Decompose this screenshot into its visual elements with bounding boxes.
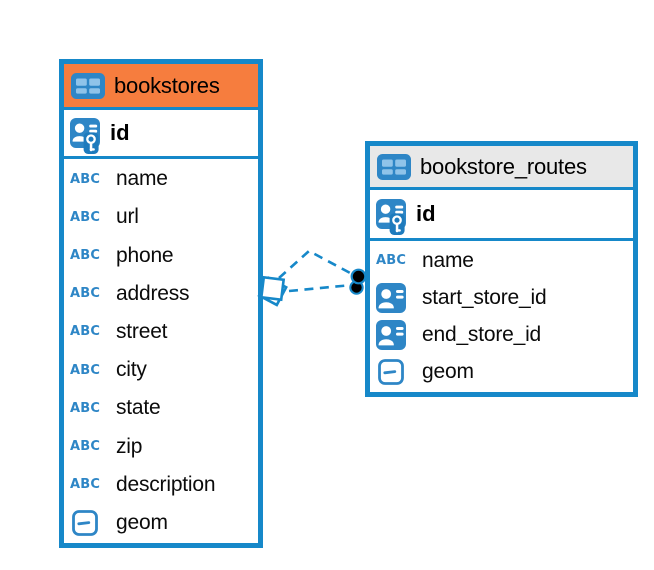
column-routes-start-store-id[interactable]: start_store_id: [370, 279, 633, 316]
column-bookstores-city[interactable]: ABC city: [64, 351, 258, 389]
column-label: geom: [116, 510, 168, 534]
text-type-icon: ABC: [70, 400, 101, 416]
table-bookstore-routes-header[interactable]: bookstore_routes: [370, 146, 633, 190]
geometry-type-icon: [378, 359, 404, 385]
column-bookstores-address[interactable]: ABC address: [64, 275, 258, 313]
primary-key-icon: [376, 199, 407, 235]
column-bookstores-name[interactable]: ABC name: [64, 160, 258, 198]
table-icon: [377, 154, 411, 180]
column-label: geom: [422, 360, 474, 384]
primary-key-label: id: [416, 201, 436, 226]
column-label: zip: [116, 434, 143, 458]
column-label: street: [116, 319, 168, 343]
text-type-icon: ABC: [70, 286, 101, 302]
column-label: city: [116, 358, 147, 382]
column-bookstores-state[interactable]: ABC state: [64, 389, 258, 427]
column-list: ABC name start_store_id end_store_id geo…: [370, 241, 633, 392]
column-label: description: [116, 472, 216, 496]
column-label: phone: [116, 243, 174, 267]
table-title: bookstores: [114, 72, 220, 98]
column-label: end_store_id: [422, 323, 542, 347]
text-type-icon: ABC: [70, 439, 101, 455]
column-routes-geom[interactable]: geom: [370, 354, 633, 391]
column-label: start_store_id: [422, 285, 547, 309]
table-bookstore-routes[interactable]: bookstore_routes id ABC name start_store…: [365, 141, 638, 397]
column-routes-end-store-id[interactable]: end_store_id: [370, 317, 633, 354]
column-label: name: [422, 248, 474, 272]
column-bookstores-id[interactable]: id: [64, 110, 258, 159]
column-bookstores-url[interactable]: ABC url: [64, 198, 258, 236]
column-label: name: [116, 167, 168, 191]
primary-key-icon: [70, 118, 101, 154]
column-label: state: [116, 396, 161, 420]
table-icon: [71, 73, 105, 99]
relationship-line-start-store[interactable]: [278, 249, 353, 279]
column-label: address: [116, 281, 190, 305]
table-bookstores[interactable]: bookstores id ABC name ABC url ABC phone…: [59, 59, 263, 548]
primary-key-label: id: [110, 120, 130, 145]
table-bookstores-header[interactable]: bookstores: [64, 64, 258, 110]
text-type-icon: ABC: [70, 477, 101, 493]
relationship-many-end-marker: [257, 275, 288, 307]
relationship-line-end-store[interactable]: [288, 283, 353, 293]
relationship-dot-marker: [350, 268, 367, 285]
relationship-dot-marker: [349, 280, 364, 295]
column-bookstores-street[interactable]: ABC street: [64, 313, 258, 351]
column-routes-name[interactable]: ABC name: [370, 242, 633, 279]
text-type-icon: ABC: [70, 209, 101, 225]
column-bookstores-geom[interactable]: geom: [64, 504, 258, 542]
column-bookstores-description[interactable]: ABC description: [64, 466, 258, 504]
column-routes-id[interactable]: id: [370, 190, 633, 241]
text-type-icon: ABC: [70, 362, 101, 378]
column-bookstores-phone[interactable]: ABC phone: [64, 236, 258, 274]
foreign-key-icon: [376, 283, 406, 313]
column-label: url: [116, 205, 139, 229]
text-type-icon: ABC: [70, 171, 101, 187]
foreign-key-icon: [376, 320, 406, 350]
text-type-icon: ABC: [70, 248, 101, 263]
column-bookstores-zip[interactable]: ABC zip: [64, 427, 258, 465]
geometry-type-icon: [72, 510, 98, 536]
text-type-icon: ABC: [70, 324, 101, 340]
column-list: ABC name ABC url ABC phone ABC address A…: [64, 159, 258, 543]
table-title: bookstore_routes: [420, 153, 587, 179]
text-type-icon: ABC: [376, 253, 407, 269]
